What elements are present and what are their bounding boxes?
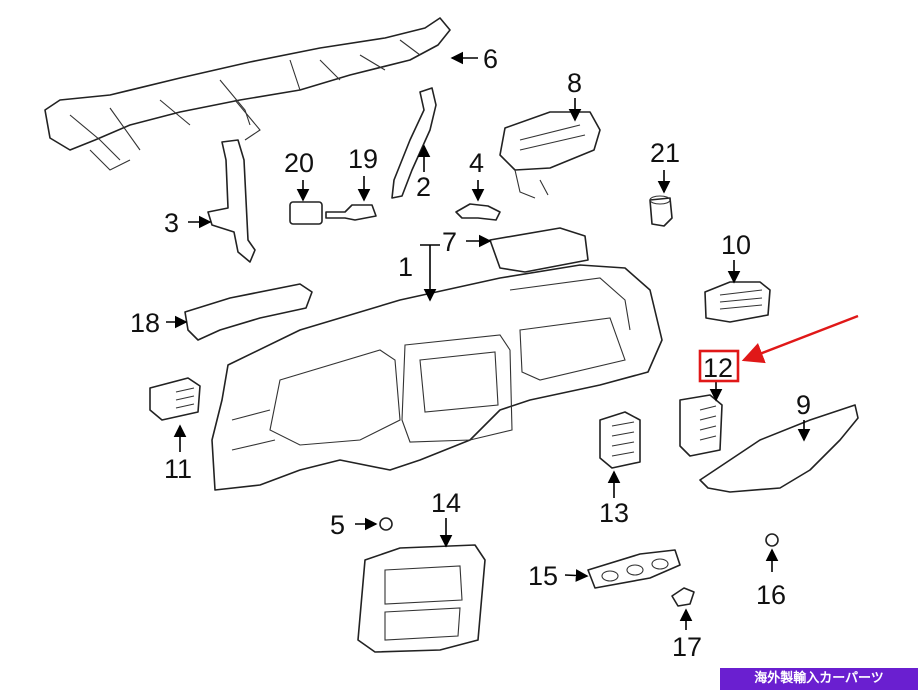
label-13: 13 — [599, 498, 629, 528]
label-16: 16 — [756, 580, 786, 610]
label-9: 9 — [796, 390, 811, 420]
label-21: 21 — [650, 138, 680, 168]
label-10: 10 — [721, 230, 751, 260]
airbag-module — [499, 111, 601, 199]
label-4: 4 — [469, 148, 484, 178]
button — [649, 195, 673, 227]
cross-car-beam — [44, 17, 451, 171]
label-6: 6 — [483, 44, 498, 74]
watermark-badge: 海外製輸入カーパーツ — [720, 668, 918, 690]
label-11: 11 — [164, 454, 192, 484]
label-17: 17 — [672, 632, 702, 662]
label-19: 19 — [348, 144, 378, 174]
harness-connector — [325, 204, 377, 221]
clip — [671, 587, 695, 607]
instrument-panel — [211, 264, 663, 491]
label-3: 3 — [164, 208, 179, 238]
label-20: 20 — [284, 148, 314, 178]
label-14: 14 — [431, 488, 461, 518]
plug — [765, 533, 779, 547]
brace — [391, 87, 437, 199]
label-15: 15 — [528, 561, 558, 591]
control-panel — [587, 549, 681, 589]
plug — [379, 517, 393, 531]
label-2: 2 — [416, 172, 431, 202]
highlight-arrow — [741, 314, 859, 364]
label-18: 18 — [130, 308, 160, 338]
highlight-box — [698, 349, 740, 383]
label-5: 5 — [330, 510, 345, 540]
vent — [599, 411, 641, 469]
center-vent — [679, 394, 723, 457]
label-1: 1 — [398, 252, 413, 282]
label-12: 12 — [703, 353, 733, 383]
side-panel — [699, 404, 859, 493]
trim-panel — [184, 283, 313, 341]
label-8: 8 — [567, 68, 582, 98]
glove-box-door — [489, 227, 589, 273]
center-bezel — [357, 544, 486, 653]
vent — [149, 377, 201, 421]
support-bracket — [207, 139, 256, 263]
vent — [704, 281, 771, 323]
clip — [455, 203, 501, 221]
label-7: 7 — [442, 227, 457, 257]
sensor — [289, 201, 323, 225]
